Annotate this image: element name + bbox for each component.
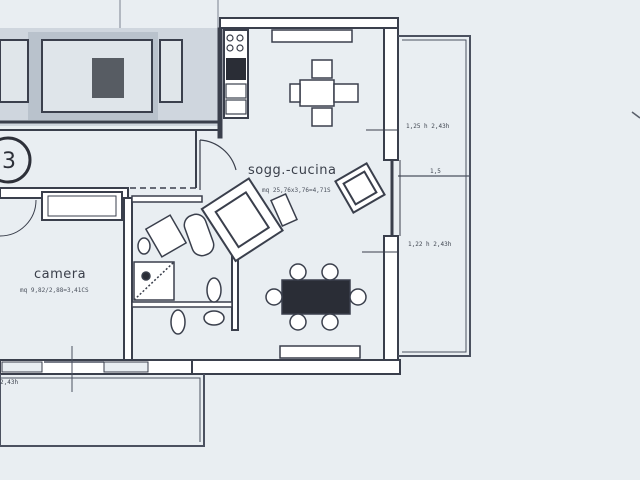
balcony-dim-mid: 1,5 xyxy=(430,168,441,175)
neighbour-unit-top-left xyxy=(0,0,219,131)
bidet-icon xyxy=(206,277,222,303)
dining-table-top xyxy=(289,59,359,127)
camera-door-arc xyxy=(0,199,37,237)
lower-balcony xyxy=(0,346,205,447)
bathroom xyxy=(133,213,225,335)
sink-icon xyxy=(225,83,247,99)
living-top-window xyxy=(271,29,353,43)
camera-wardrobe xyxy=(41,191,123,221)
coffee-table xyxy=(270,192,298,228)
living-room-area: mq 25,76x3,76=4,71S xyxy=(262,187,331,194)
kitchen-counter xyxy=(223,29,249,119)
oven-icon xyxy=(226,58,246,80)
toilet-2-icon xyxy=(170,309,186,335)
washer-icon xyxy=(144,214,188,258)
bathtub-icon xyxy=(183,213,215,257)
camera-room-area: mq 9,82/2,88=3,41CS xyxy=(20,287,89,294)
balcony-dim-top: 1,25 h 2,43h xyxy=(406,123,450,130)
camera-room-name: camera xyxy=(34,267,86,282)
unit-badge: 3 xyxy=(0,136,32,184)
living-room-name: sogg.-cucina xyxy=(248,163,336,178)
basin-icon xyxy=(203,310,225,326)
unit-badge-number: 3 xyxy=(2,149,16,174)
entry-door-arc xyxy=(199,139,237,190)
bottom-window-dim: 2,43h xyxy=(0,379,18,386)
armchair xyxy=(334,162,386,214)
balcony xyxy=(390,35,471,357)
edge-mark xyxy=(631,111,640,119)
dining-table-bottom xyxy=(265,263,367,331)
toilet-icon xyxy=(137,237,151,255)
balcony-dim-bottom: 1,22 h 2,43h xyxy=(408,241,452,248)
sofa xyxy=(200,177,284,263)
living-bottom-window xyxy=(279,345,361,359)
